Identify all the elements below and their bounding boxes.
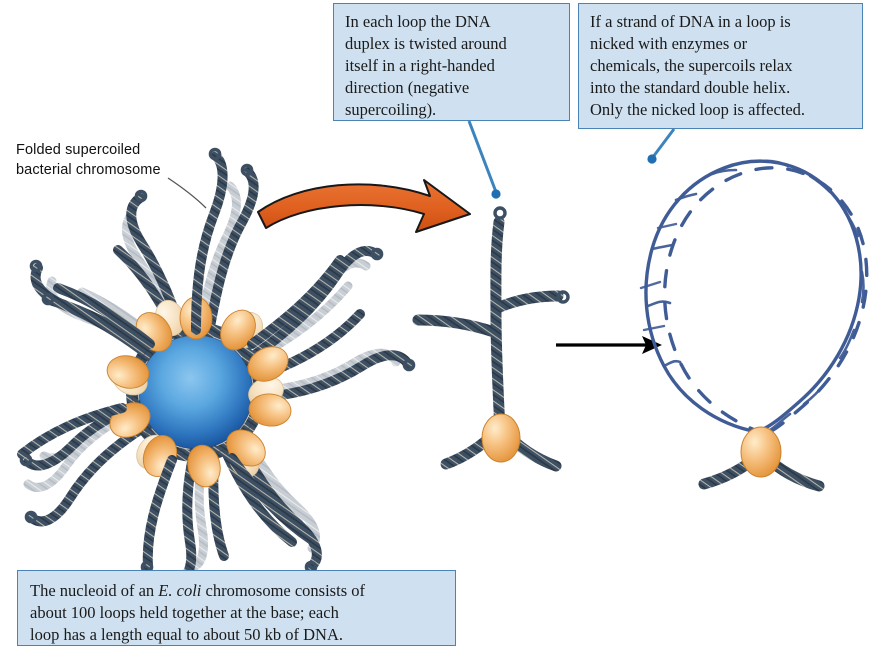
callout-supercoiling-line4: direction (negative [345, 77, 470, 97]
callout-nicking: If a strand of DNA in a loop is nicked w… [578, 3, 863, 129]
anchoring-protein-supercoiled [481, 413, 521, 463]
leader-line-nicking [647, 128, 676, 164]
leader-line-supercoiling [467, 120, 501, 199]
callout-nicking-line3: chemicals, the supercoils relax [590, 55, 793, 75]
leader-line-folded-label [167, 177, 207, 209]
supercoiled-loop-curls [493, 206, 570, 304]
caption-nucleoid-line1-a: The nucleoid of an [30, 581, 159, 600]
caption-nucleoid-line1-b: chromosome consists of [201, 581, 365, 600]
folded-chromosome-label-line1: Folded supercoiled [16, 142, 141, 158]
caption-nucleoid-line2: about 100 loops held together at the bas… [30, 602, 339, 622]
transformation-arrow [257, 179, 471, 233]
caption-nucleoid-line1: The nucleoid of an E. coli chromosome co… [30, 580, 445, 602]
chromosome-loops-front [17, 151, 345, 571]
anchoring-protein-relaxed [740, 426, 782, 478]
relaxed-double-helix-loop [639, 159, 869, 436]
relaxation-arrow [556, 336, 662, 354]
caption-nucleoid-species: E. coli [158, 581, 202, 600]
loop-end-curls [19, 163, 416, 588]
protein-beads-ring [106, 296, 292, 488]
callout-supercoiling: In each loop the DNA duplex is twisted a… [333, 3, 570, 121]
callout-supercoiling-line1: In each loop the DNA [345, 12, 491, 31]
caption-nucleoid: The nucleoid of an E. coli chromosome co… [17, 570, 456, 646]
callout-nicking-line2: nicked with enzymes or [590, 33, 748, 53]
callout-nicking-line4: into the standard double helix. [590, 77, 791, 97]
callout-supercoiling-line2: duplex is twisted around [345, 33, 507, 53]
folded-chromosome-label-line2: bacterial chromosome [16, 161, 161, 178]
callout-nicking-line5: Only the nicked loop is affected. [590, 99, 806, 119]
callout-supercoiling-line5: supercoiling). [345, 99, 437, 119]
folded-chromosome-label: Folded supercoiled bacterial chromosome [16, 141, 161, 180]
caption-nucleoid-line3: loop has a length equal to about 50 kb o… [30, 624, 343, 644]
callout-nicking-line1: If a strand of DNA in a loop is [590, 12, 791, 31]
callout-supercoiling-line3: itself in a right-handed [345, 55, 495, 75]
